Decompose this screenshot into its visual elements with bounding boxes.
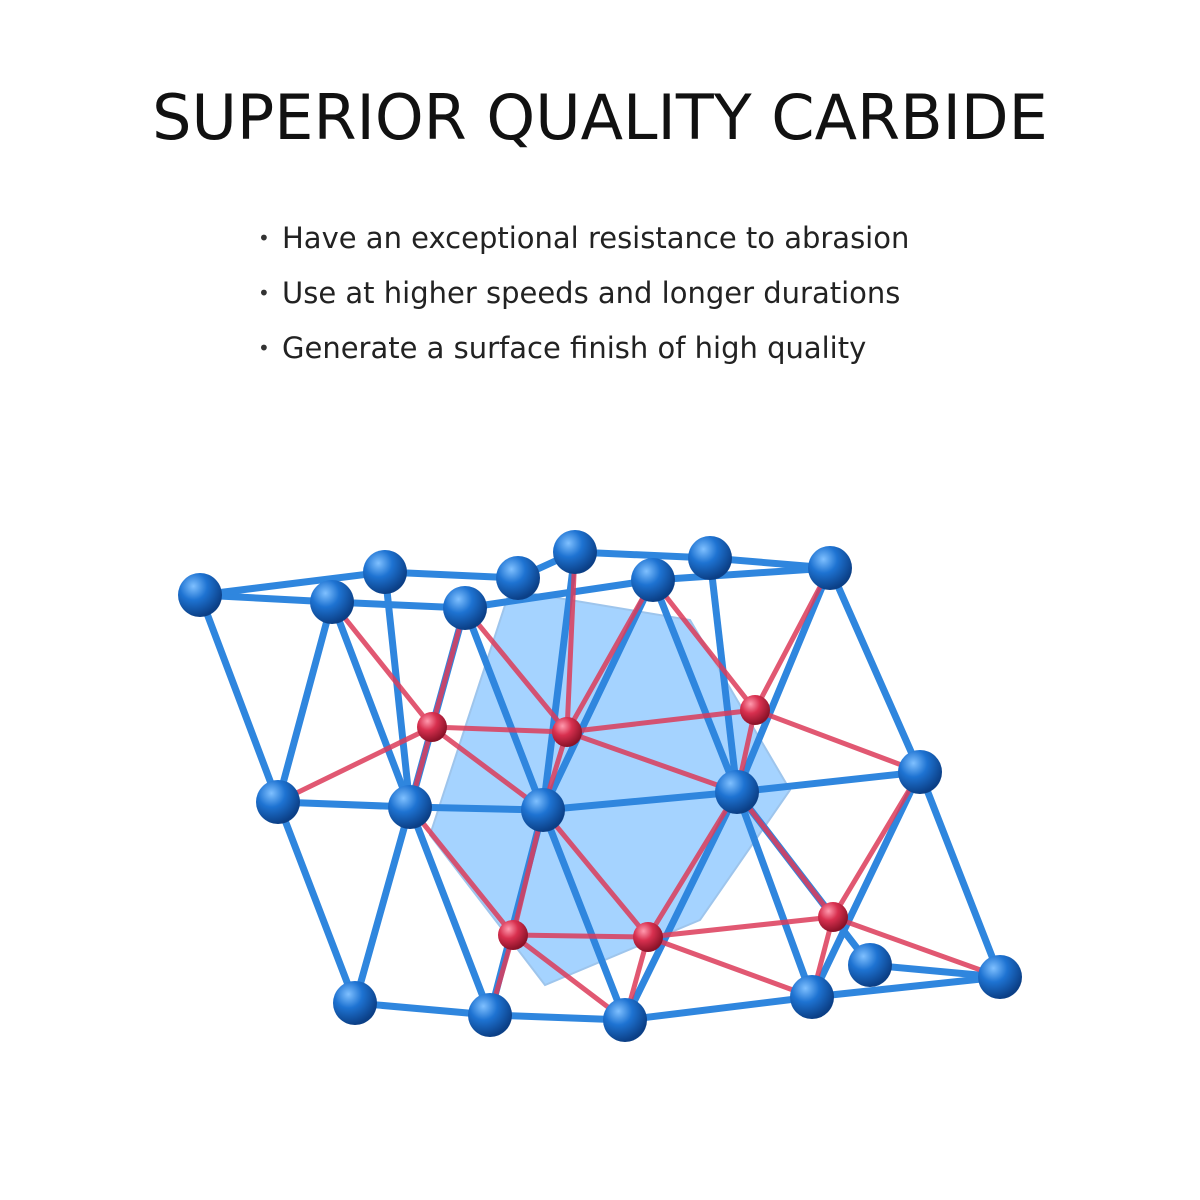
bond-line — [539, 806, 629, 1024]
bond-line — [406, 803, 547, 814]
metal-atom — [631, 558, 675, 602]
bond-line — [752, 565, 833, 713]
metal-atom — [715, 770, 759, 814]
bond-line — [328, 598, 414, 811]
carbon-atom — [552, 717, 582, 747]
bond-line — [274, 598, 336, 806]
metal-atom — [790, 975, 834, 1019]
bond-line — [461, 576, 657, 612]
carbon-atom — [633, 922, 663, 952]
feature-text: Use at higher speeds and longer duration… — [282, 275, 901, 310]
feature-text: Have an exceptional resistance to abrasi… — [282, 220, 910, 255]
bond-line — [706, 554, 741, 796]
bullet-icon: • — [258, 335, 270, 360]
metal-atom — [256, 780, 300, 824]
carbon-atom — [417, 712, 447, 742]
bond-line — [540, 807, 651, 940]
metal-atom — [553, 530, 597, 574]
bond-line — [645, 934, 815, 1000]
bond-line — [650, 577, 758, 713]
bond-line — [274, 798, 359, 1007]
metal-atom — [521, 788, 565, 832]
bond-line — [462, 605, 570, 735]
page-title: SUPERIOR QUALITY CARBIDE — [152, 81, 1048, 154]
carbon-atom — [740, 695, 770, 725]
carbon-atom — [818, 902, 848, 932]
bond-line — [329, 599, 435, 730]
bond-line — [734, 789, 836, 920]
bond-line — [196, 591, 336, 606]
bond-line — [381, 568, 414, 811]
feature-text: Generate a surface finish of high qualit… — [282, 330, 867, 365]
bond-line — [274, 798, 414, 811]
bullet-icon: • — [258, 280, 270, 305]
feature-item: • Generate a surface finish of high qual… — [258, 320, 909, 375]
crystal-lattice-illustration — [178, 530, 1022, 1042]
bond-line — [381, 568, 522, 582]
bond-line — [429, 724, 570, 735]
bond-line — [733, 768, 924, 796]
bullet-icon: • — [258, 225, 270, 250]
bond-line — [808, 768, 924, 1001]
bond-line — [539, 576, 657, 814]
metal-atom — [363, 550, 407, 594]
bond-line — [351, 999, 494, 1019]
bond-line — [429, 724, 546, 813]
bond-lines — [196, 548, 1004, 1024]
bond-line — [916, 768, 1004, 981]
bond-line — [571, 548, 714, 562]
atoms — [178, 530, 1022, 1042]
bond-line — [826, 564, 924, 776]
bond-line — [621, 788, 741, 1024]
carbon-atom — [498, 920, 528, 950]
bond-line — [196, 568, 389, 599]
bond-line — [539, 548, 579, 814]
metal-atom — [333, 981, 377, 1025]
bond-line — [510, 932, 651, 940]
metal-atom — [603, 998, 647, 1042]
metal-atom — [443, 586, 487, 630]
metal-atom — [688, 536, 732, 580]
bond-line — [461, 604, 547, 814]
metal-atom — [496, 556, 540, 600]
feature-item: • Have an exceptional resistance to abra… — [258, 210, 909, 265]
bond-line — [649, 576, 741, 796]
bond-line — [733, 564, 834, 796]
feature-list: • Have an exceptional resistance to abra… — [258, 210, 909, 375]
bond-line — [830, 769, 923, 920]
bond-line — [752, 707, 923, 775]
metal-atom — [898, 750, 942, 794]
metal-atom — [848, 943, 892, 987]
bond-line — [564, 549, 578, 735]
bond-line — [564, 729, 740, 795]
metal-atom — [808, 546, 852, 590]
bond-line — [733, 788, 816, 1001]
metal-atom — [388, 785, 432, 829]
bond-line — [406, 803, 494, 1019]
feature-item: • Use at higher speeds and longer durati… — [258, 265, 909, 320]
bond-line — [510, 932, 628, 1023]
metal-atom — [978, 955, 1022, 999]
bond-line — [196, 591, 282, 806]
bond-line — [539, 788, 741, 814]
bond-line — [564, 707, 758, 735]
bond-line — [808, 973, 1004, 1001]
bond-line — [645, 914, 836, 940]
metal-atom — [178, 573, 222, 617]
bond-line — [649, 564, 834, 584]
metal-atom — [468, 993, 512, 1037]
bond-line — [564, 577, 656, 735]
bond-line — [621, 993, 816, 1024]
bond-line — [275, 724, 435, 805]
bond-line — [407, 804, 516, 938]
bond-line — [830, 914, 1003, 980]
bond-line — [645, 789, 740, 940]
bond-line — [351, 803, 414, 1007]
bond-line — [486, 1011, 629, 1024]
metal-atom — [310, 580, 354, 624]
bond-line — [328, 598, 469, 612]
